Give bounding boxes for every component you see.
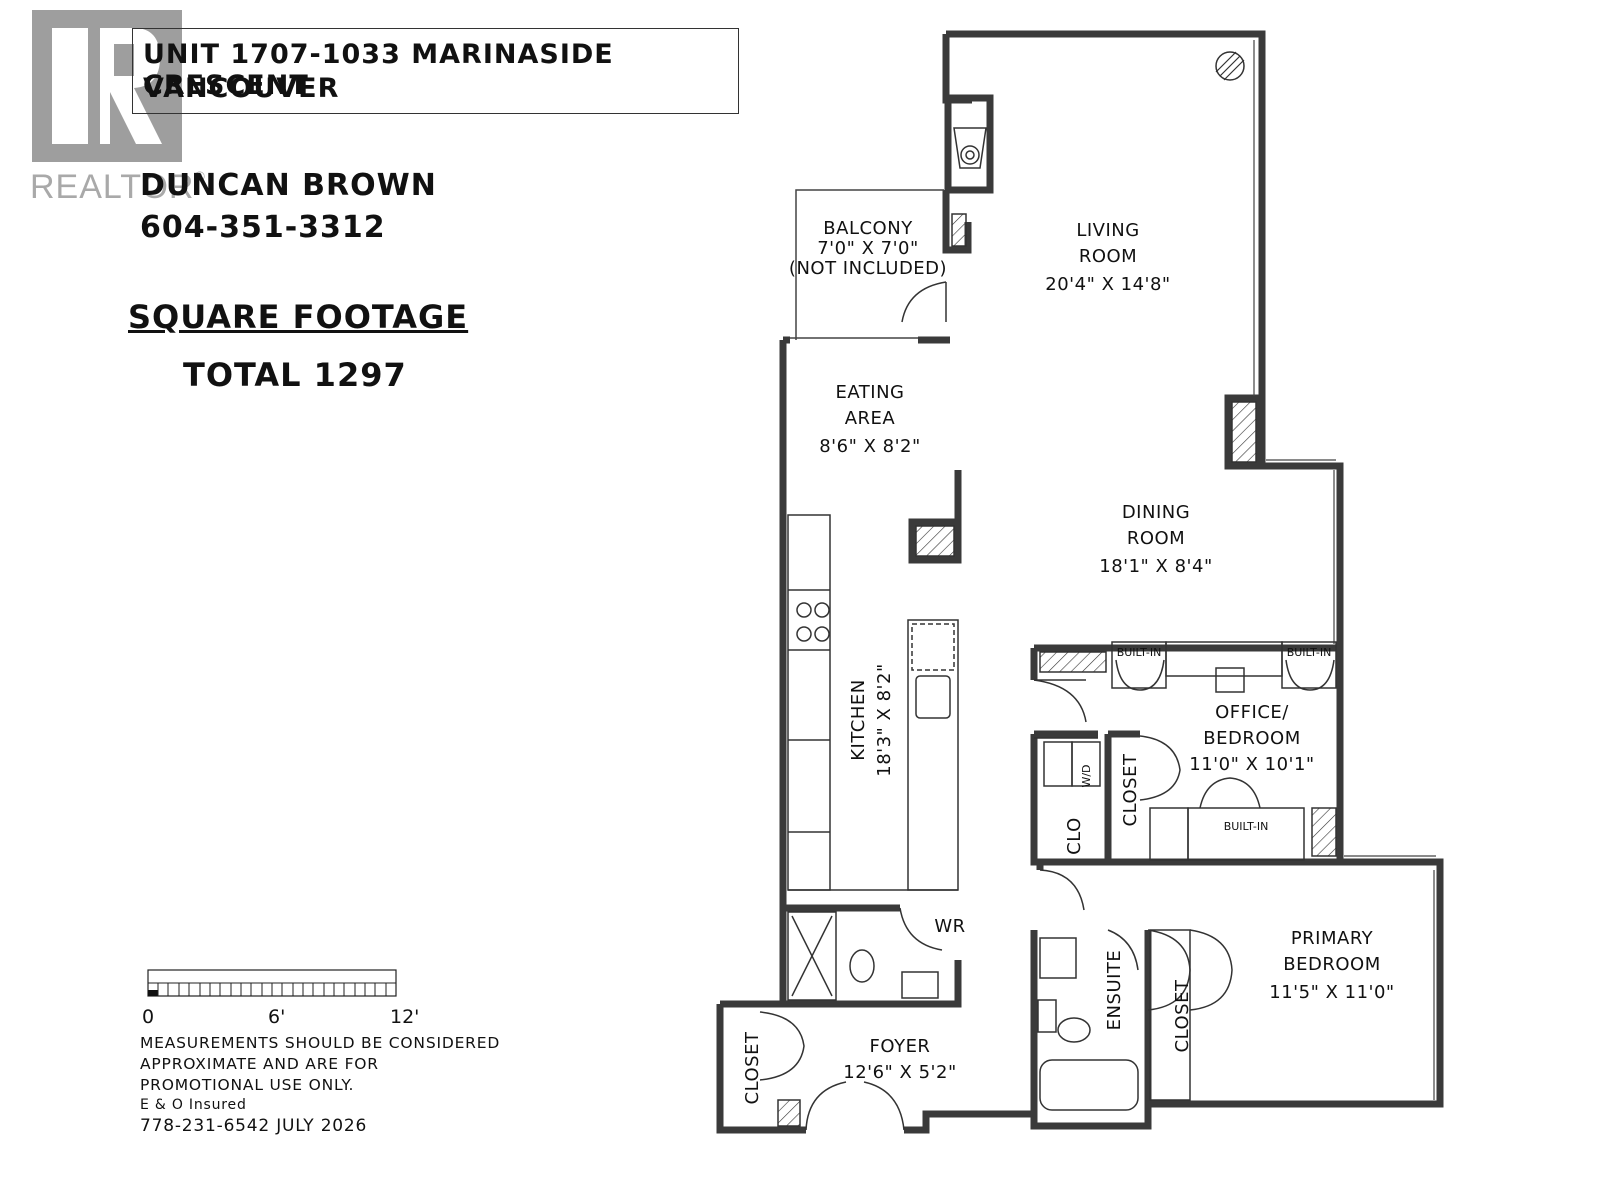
- agent-name: DUNCAN BROWN: [140, 168, 437, 203]
- eating-label-1: EATING: [835, 382, 904, 403]
- clo-label: CLO: [1064, 817, 1085, 855]
- wr-label: WR: [934, 916, 965, 937]
- office-label-1: OFFICE/: [1215, 702, 1289, 723]
- foyer-label: FOYER: [870, 1036, 931, 1057]
- dining-label-1: DINING: [1122, 502, 1190, 523]
- scale-label-12: 12': [390, 1006, 420, 1028]
- ensuite-fixtures: [1037, 937, 1139, 1111]
- realtor-logo: [30, 8, 190, 172]
- closet-primary-label: CLOSET: [1172, 979, 1193, 1052]
- primary-label-2: BEDROOM: [1283, 954, 1380, 975]
- living-size: 20'4" X 14'8": [1045, 274, 1170, 295]
- closet-foyer-label: CLOSET: [742, 1031, 763, 1104]
- column-hatch-3: [915, 525, 955, 557]
- balcony-label: BALCONY: [823, 218, 913, 239]
- disclaimer-line-1: MEASUREMENTS SHOULD BE CONSIDERED: [140, 1034, 501, 1052]
- address-line-1: UNIT 1707-1033 MARINASIDE CRESCENT: [143, 39, 614, 101]
- scale-label-6: 6': [268, 1006, 286, 1028]
- disclaimer-line-3: PROMOTIONAL USE ONLY.: [140, 1076, 355, 1094]
- realtor-logo-icon: [32, 10, 182, 162]
- square-footage-total: TOTAL 1297: [183, 356, 407, 394]
- balcony-note: (NOT INCLUDED): [789, 258, 947, 279]
- square-footage-heading: SQUARE FOOTAGE: [128, 298, 469, 336]
- office-label-2: BEDROOM: [1203, 728, 1300, 749]
- disclaimer-line-5: 778-231-6542 JULY 2026: [140, 1116, 368, 1136]
- kitchen-label: KITCHEN: [848, 679, 869, 761]
- fireplace: [953, 127, 987, 169]
- primary-label-1: PRIMARY: [1291, 928, 1374, 949]
- column-hatch-4: [1039, 651, 1107, 673]
- builtin-label-1: BUILT-IN: [1117, 646, 1162, 659]
- disclaimer-line-4: E & O Insured: [140, 1097, 247, 1113]
- powder-room-fixtures: [787, 911, 939, 1001]
- office-size: 11'0" X 10'1": [1189, 754, 1314, 775]
- round-column: [1215, 51, 1245, 81]
- wd-label: W/D: [1080, 764, 1093, 787]
- eating-label-2: AREA: [845, 408, 896, 429]
- address-box: UNIT 1707-1033 MARINASIDE CRESCENT VANCO…: [132, 28, 739, 114]
- dining-label-2: ROOM: [1127, 528, 1185, 549]
- ensuite-label: ENSUITE: [1104, 950, 1125, 1031]
- balcony-size: 7'0" X 7'0": [817, 238, 919, 259]
- living-label-1: LIVING: [1076, 220, 1139, 241]
- column-hatch-1: [951, 213, 967, 247]
- builtin-label-2: BUILT-IN: [1287, 646, 1332, 659]
- column-hatch-6: [777, 1099, 801, 1127]
- kitchen-size: 18'3" X 8'2": [874, 663, 895, 777]
- kitchen-fixtures: [787, 514, 959, 891]
- foyer-size: 12'6" X 5'2": [843, 1062, 957, 1083]
- address-line-2: VANCOUVER: [143, 73, 340, 104]
- column-hatch-5: [1311, 807, 1337, 857]
- column-hatch-2: [1231, 401, 1257, 463]
- primary-size: 11'5" X 11'0": [1269, 982, 1394, 1003]
- closet-office-label: CLOSET: [1120, 753, 1141, 826]
- window-lines: [1253, 40, 1436, 1100]
- balcony-outline: [795, 189, 944, 340]
- room-labels: BALCONY 7'0" X 7'0" (NOT INCLUDED) LIVIN…: [742, 218, 1394, 1104]
- agent-phone: 604-351-3312: [140, 210, 386, 245]
- builtin-label-3: BUILT-IN: [1224, 820, 1269, 833]
- exterior-walls: [716, 30, 1444, 1134]
- dining-size: 18'1" X 8'4": [1099, 556, 1213, 577]
- living-label-2: ROOM: [1079, 246, 1137, 267]
- disclaimer-line-2: APPROXIMATE AND ARE FOR: [140, 1055, 379, 1073]
- eating-size: 8'6" X 8'2": [819, 436, 921, 457]
- cabinetry: [1034, 641, 1337, 1101]
- realtor-wordmark: REALTOR®: [30, 168, 206, 206]
- scale-label-0: 0: [142, 1006, 155, 1028]
